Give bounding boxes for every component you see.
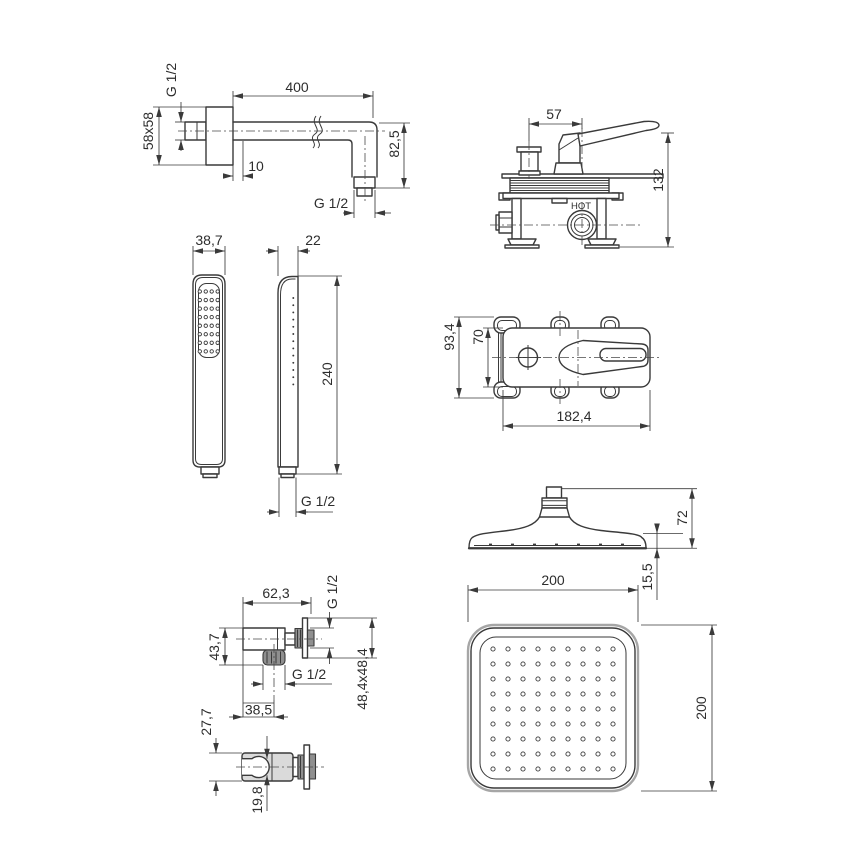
dim-arm-drop: 82,5 [386, 130, 402, 157]
dim-elbow-height: 43,7 [206, 633, 222, 660]
dim-elbow-outlet-thread: G 1/2 [292, 666, 326, 682]
dim-headtop-depth: 200 [693, 696, 709, 720]
dim-elbow-plate: 48,4x48,4 [354, 648, 370, 710]
head-side-view: 72 15,5 [467, 486, 697, 600]
dim-holder-clip-opening: 19,8 [249, 786, 265, 813]
hot-marking: HOT [571, 201, 591, 212]
dim-head-height: 72 [674, 510, 690, 526]
dim-hand-depth: 22 [305, 232, 321, 248]
hand-shower-view: 38,7 22 240 G 1/2 [192, 232, 342, 517]
dim-arm-flange: 58x58 [140, 112, 156, 150]
dim-arm-flange-offset: 10 [248, 158, 264, 174]
dim-elbow-length: 62,3 [262, 585, 289, 601]
shower-arm-view: 400 G 1/2 58x58 10 82,5 G 1/2 [140, 63, 410, 218]
dim-mixer-height: 132 [650, 168, 666, 192]
dim-head-rim: 15,5 [639, 563, 655, 590]
dim-holder-height: 27,7 [198, 708, 214, 735]
dim-arm-thread-bottom: G 1/2 [314, 195, 348, 211]
hand-shower-nozzles [197, 289, 220, 354]
handset-holder-view: 27,7 19,8 [198, 708, 324, 814]
dim-mixer-handle-offset: 57 [546, 106, 562, 122]
hand-shower-profile-nozzles [292, 297, 295, 386]
mixer-front-view: HOT 57 132 [490, 106, 674, 249]
dim-hand-width: 38,7 [195, 232, 222, 248]
dim-arm-thread-top: G 1/2 [163, 63, 179, 97]
dim-hand-length: 240 [319, 362, 335, 386]
dim-elbow-outlet-offset: 38,5 [245, 702, 272, 718]
dim-elbow-wall-thread: G 1/2 [324, 575, 340, 609]
dim-mixertop-body-height: 70 [470, 329, 486, 345]
head-nozzles [490, 646, 616, 772]
dim-mixertop-width: 182,4 [556, 408, 591, 424]
dim-hand-thread: G 1/2 [301, 493, 335, 509]
dim-headtop-width: 200 [541, 572, 565, 588]
mixer-top-view: 93,4 70 182,4 [441, 311, 662, 431]
dim-arm-length: 400 [285, 79, 309, 95]
dim-mixertop-outer-height: 93,4 [441, 323, 457, 350]
wall-elbow-view: 62,3 G 1/2 43,7 48,4x48,4 G 1/2 38,5 [206, 575, 377, 720]
head-top-view: 200 200 [466, 572, 717, 793]
